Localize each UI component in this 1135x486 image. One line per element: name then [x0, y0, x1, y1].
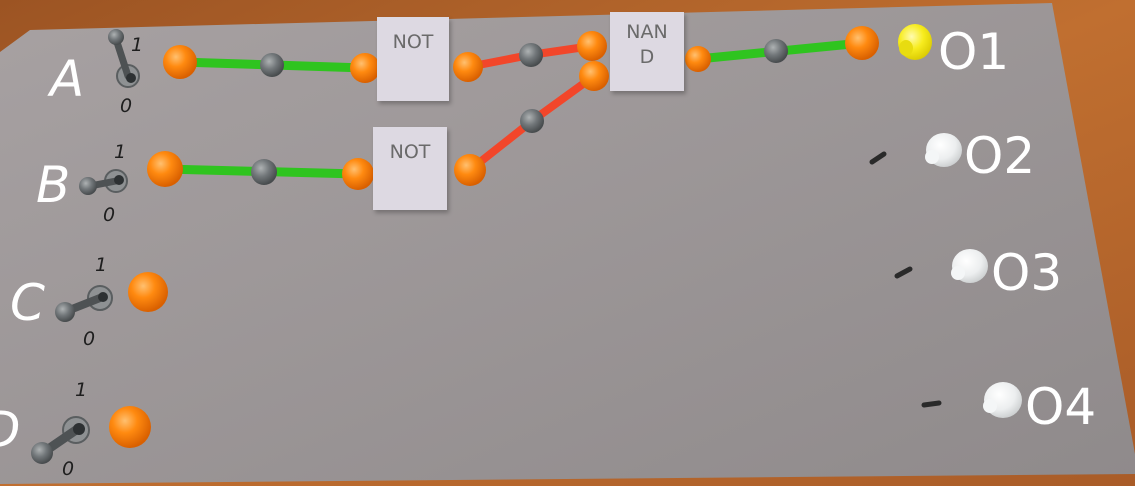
connection-nodes	[109, 26, 879, 448]
not2-input-node[interactable]	[342, 158, 374, 190]
output-o4-label: O4	[1025, 378, 1097, 436]
output-o1-label: O1	[938, 23, 1010, 81]
switch-b[interactable]	[79, 169, 128, 195]
nand-input-node-1[interactable]	[577, 31, 607, 61]
switch-b-low-label: 0	[103, 204, 116, 226]
input-c-node[interactable]	[128, 272, 168, 312]
nand-input-node-2[interactable]	[579, 61, 609, 91]
switch-d[interactable]	[31, 416, 90, 464]
not2-output-node[interactable]	[454, 154, 486, 186]
nand-gate[interactable]: NAND	[610, 12, 684, 91]
input-a-label: A	[50, 50, 85, 108]
joint-2[interactable]	[251, 159, 277, 185]
switch-d-high-label: 1	[75, 379, 88, 401]
joint-4[interactable]	[520, 109, 544, 133]
input-d-node[interactable]	[109, 406, 151, 448]
switch-d-low-label: 0	[62, 458, 75, 480]
not-gate-2-label: NOT	[389, 140, 431, 163]
joint-3[interactable]	[519, 43, 543, 67]
switch-c-low-label: 0	[83, 328, 96, 350]
not-gate-1-label: NOT	[392, 31, 434, 53]
output-lamps	[869, 24, 1022, 418]
not1-output-node[interactable]	[453, 52, 483, 82]
joint-5[interactable]	[764, 39, 788, 63]
output-o1-node[interactable]	[845, 26, 879, 60]
lamp-o3[interactable]	[894, 249, 988, 283]
joint-1[interactable]	[260, 53, 284, 77]
switch-a-high-label: 1	[131, 34, 144, 56]
switch-a[interactable]	[108, 29, 140, 88]
lamp-o1[interactable]	[898, 24, 932, 60]
switch-b-high-label: 1	[114, 141, 127, 163]
nand-output-node[interactable]	[685, 46, 711, 72]
not-gate-2[interactable]: NOT	[373, 127, 447, 210]
circuit-board	[0, 3, 1135, 484]
switch-c-high-label: 1	[95, 254, 108, 276]
nand-gate-label: NAND	[626, 20, 668, 68]
input-c-label: C	[10, 274, 45, 332]
lamp-o4[interactable]	[921, 382, 1022, 418]
lamp-o2[interactable]	[869, 133, 962, 167]
output-o3-label: O3	[991, 244, 1063, 302]
switch-a-low-label: 0	[120, 95, 133, 117]
not1-input-node[interactable]	[350, 53, 380, 83]
not-gate-1[interactable]: NOT	[377, 17, 449, 101]
output-o2-label: O2	[964, 127, 1036, 185]
input-b-label: B	[36, 156, 71, 214]
input-d-label: D	[0, 405, 21, 455]
switch-c[interactable]	[55, 285, 113, 322]
input-b-node[interactable]	[147, 151, 183, 187]
input-a-node[interactable]	[163, 45, 197, 79]
wire-joints	[251, 39, 788, 185]
